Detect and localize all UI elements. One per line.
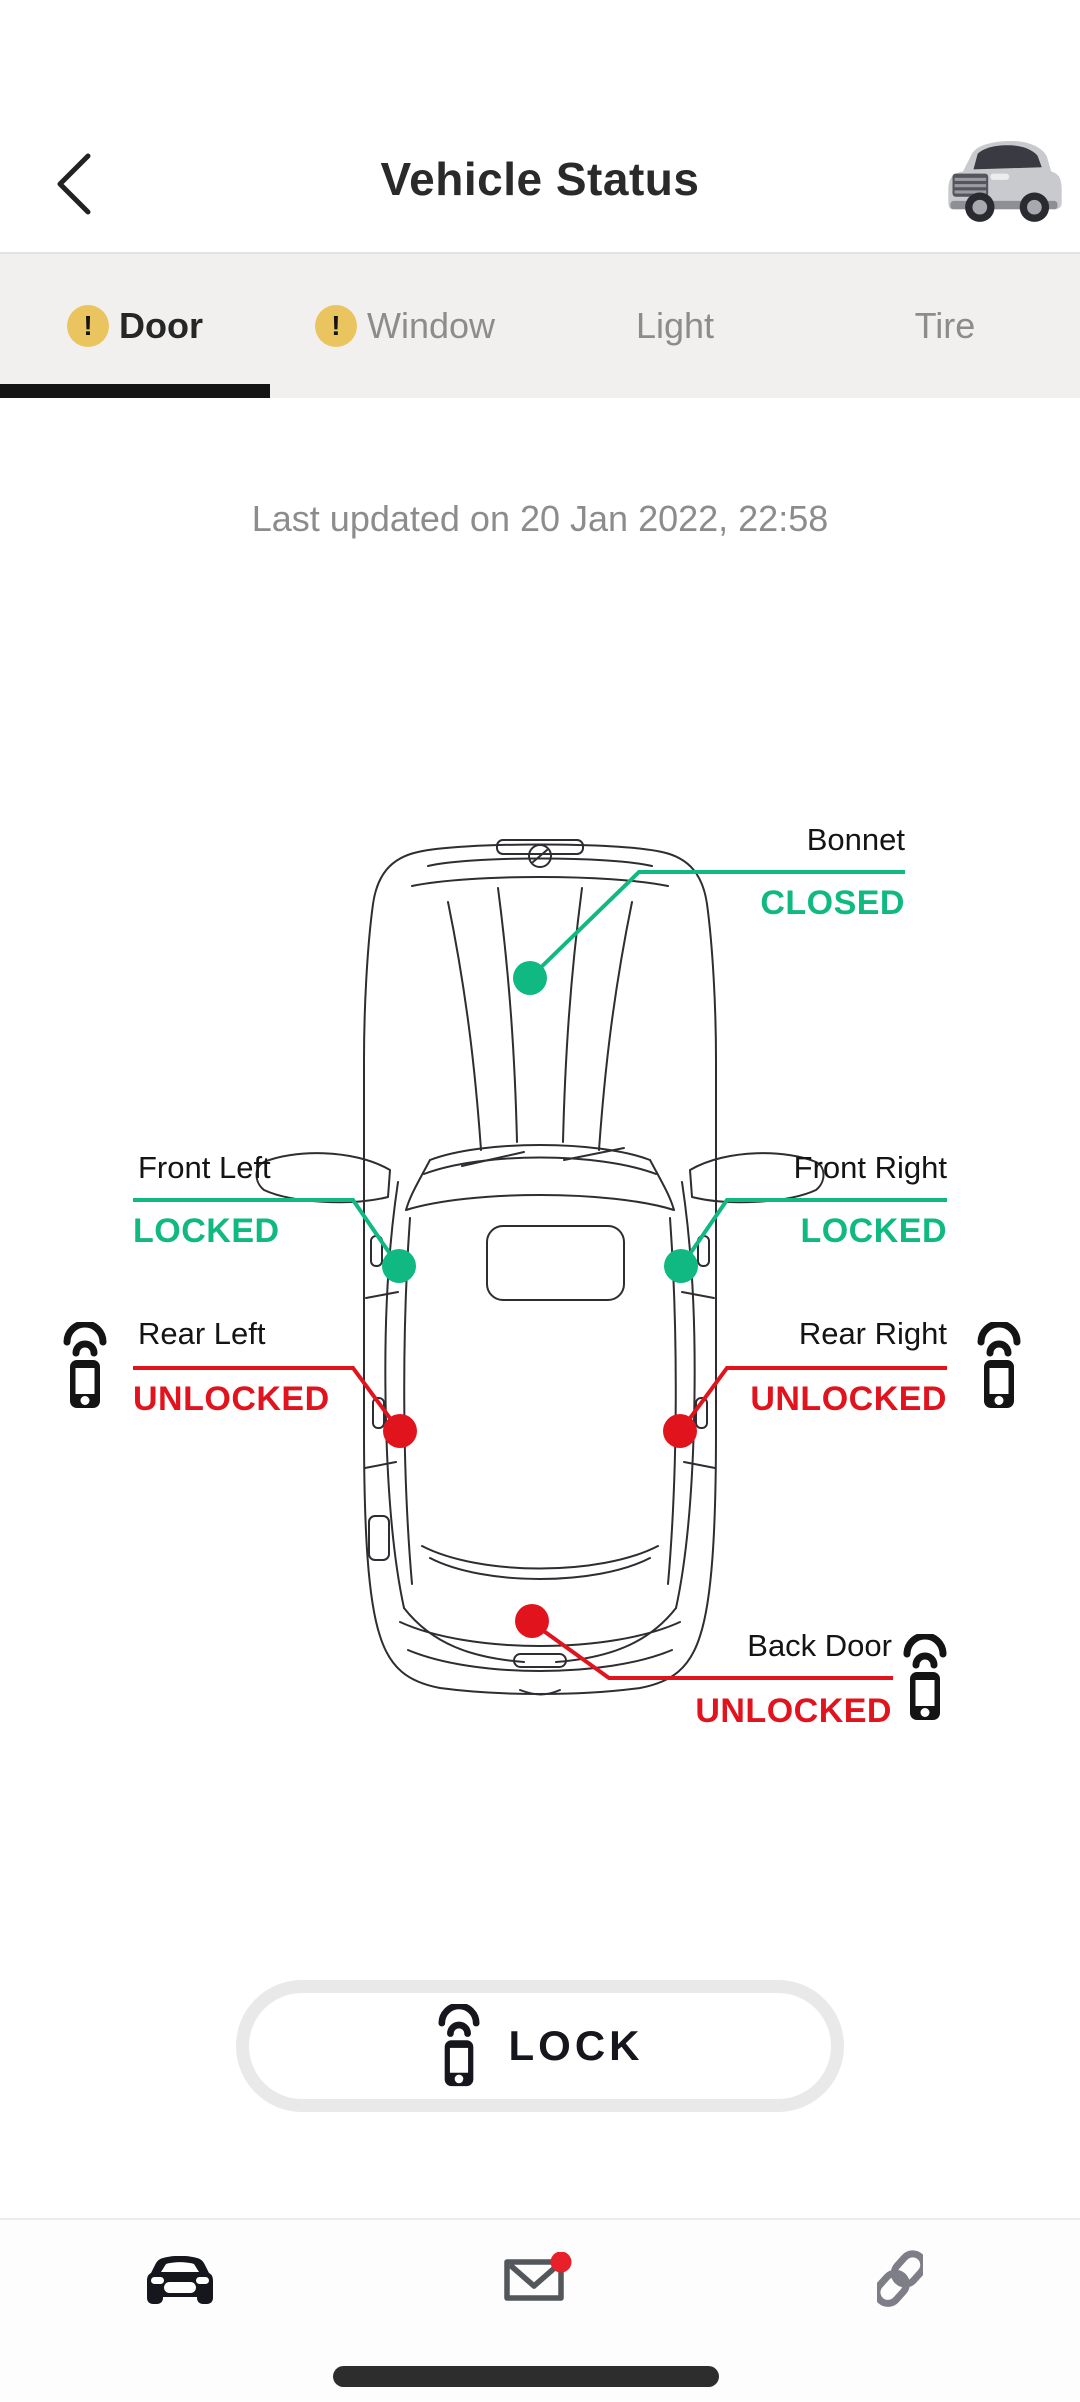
front-left-label: Front Left <box>138 1150 271 1185</box>
status-dot-rear-left <box>383 1414 417 1448</box>
nav-messages-item[interactable] <box>503 2251 573 2304</box>
back-button[interactable] <box>52 152 96 216</box>
vehicle-thumbnail[interactable] <box>942 128 1068 236</box>
car-top-view-drawing <box>255 839 825 1696</box>
link-icon <box>873 2250 928 2307</box>
tab-door[interactable]: ! Door <box>0 254 270 398</box>
unread-badge <box>550 2251 572 2273</box>
remote-key-icon <box>437 2004 480 2087</box>
status-dot-bonnet <box>513 961 547 995</box>
suv-photo-icon <box>948 140 1062 222</box>
back-door-label: Back Door <box>747 1628 892 1663</box>
tab-tire[interactable]: Tire <box>810 254 1080 398</box>
page-title: Vehicle Status <box>380 153 700 205</box>
remote-key-icon <box>903 1634 947 1720</box>
rear-left-status: UNLOCKED <box>133 1380 330 1418</box>
car-icon <box>147 2255 213 2304</box>
remote-key-icon <box>977 1322 1021 1408</box>
tab-tire-label: Tire <box>914 305 976 346</box>
front-right-status: LOCKED <box>800 1212 947 1250</box>
rear-right-status: UNLOCKED <box>750 1380 947 1418</box>
active-tab-underline <box>0 384 270 398</box>
tab-window-label: Window <box>366 305 496 346</box>
front-left-status: LOCKED <box>133 1212 280 1250</box>
tab-window[interactable]: ! Window <box>270 254 540 398</box>
nav-vehicle-item[interactable] <box>147 2255 213 2306</box>
rear-left-label: Rear Left <box>138 1316 266 1351</box>
remote-key-icon <box>63 1322 107 1408</box>
tab-light[interactable]: Light <box>540 254 810 398</box>
tab-door-label: Door <box>119 305 203 346</box>
front-right-label: Front Right <box>793 1150 947 1185</box>
nav-link-item[interactable] <box>873 2248 928 2310</box>
header: Vehicle Status <box>0 0 1080 252</box>
status-dot-front-right <box>664 1249 698 1283</box>
rear-right-label: Rear Right <box>798 1316 947 1351</box>
alert-icon: ! <box>67 305 109 347</box>
alert-icon: ! <box>314 305 357 347</box>
status-dot-rear-right <box>663 1414 697 1448</box>
mail-icon <box>504 2251 572 2301</box>
lock-button-label: LOCK <box>508 2022 644 2069</box>
chevron-left-icon <box>57 153 91 215</box>
home-indicator[interactable] <box>333 2366 719 2387</box>
status-dot-front-left <box>382 1249 416 1283</box>
bonnet-status: CLOSED <box>760 884 905 922</box>
last-updated-text: Last updated on 20 Jan 2022, 22:58 <box>251 498 829 539</box>
tab-light-label: Light <box>635 305 715 346</box>
bonnet-label: Bonnet <box>806 822 905 857</box>
status-dot-back-door <box>515 1604 549 1638</box>
back-door-status: UNLOCKED <box>695 1692 892 1730</box>
tab-bar: ! Door ! Window Light Tire <box>0 252 1080 398</box>
lock-button[interactable]: LOCK <box>236 1980 844 2112</box>
